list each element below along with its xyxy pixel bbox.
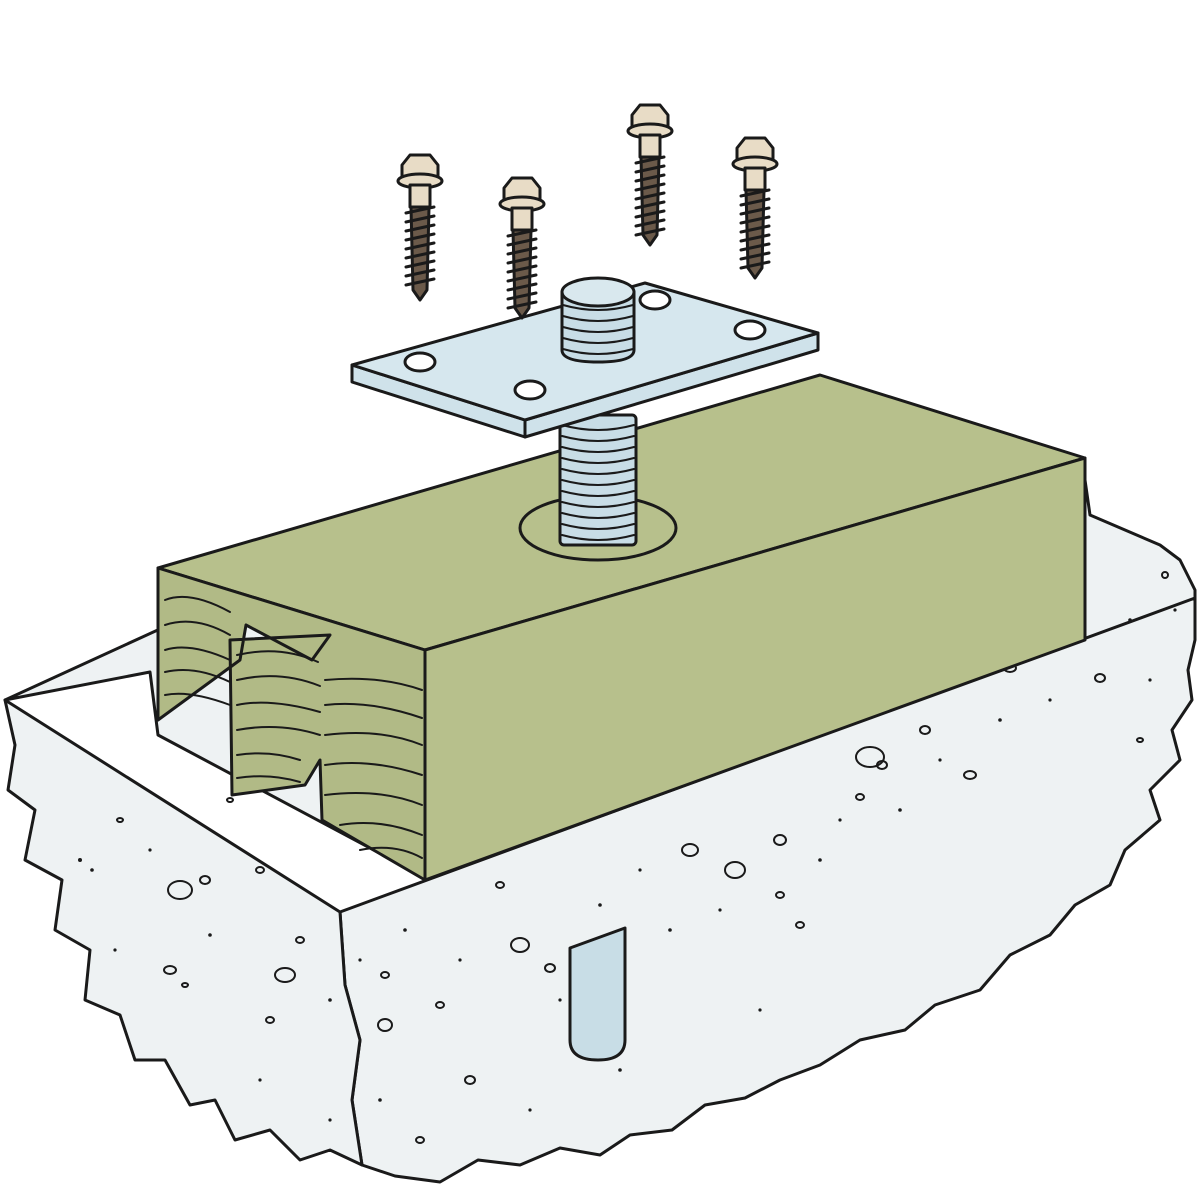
screw-thread	[739, 242, 771, 252]
screw-thread	[404, 259, 436, 269]
rod-thread	[561, 468, 635, 475]
concrete-side-face	[3, 698, 364, 1167]
screw-thread	[739, 233, 771, 243]
screw-thread	[506, 273, 538, 283]
plate-holes	[403, 289, 767, 401]
screw-thread	[739, 260, 771, 270]
rod-thread	[561, 424, 635, 431]
rod-thread	[561, 479, 635, 486]
concrete-dots	[78, 608, 1177, 1122]
lag-screw	[498, 176, 546, 320]
screw-thread	[404, 205, 436, 215]
rod-thread	[561, 523, 635, 530]
screw-thread	[634, 227, 666, 237]
rod-thread	[562, 326, 634, 333]
screw-thread	[506, 264, 538, 274]
screw-thread	[404, 268, 436, 278]
wood-grain-lines	[164, 595, 423, 859]
lag-screw	[731, 136, 779, 280]
screw-thread	[634, 191, 666, 201]
screw-thread	[739, 215, 771, 225]
concrete-front-face	[338, 596, 1197, 1184]
screw-thread	[404, 232, 436, 242]
rod-thread	[561, 457, 635, 464]
rod-thread	[562, 337, 634, 344]
screw-thread	[739, 197, 771, 207]
lag-screw	[626, 103, 674, 247]
screw-thread	[506, 246, 538, 256]
screw-thread	[739, 251, 771, 261]
screw-thread	[506, 228, 538, 238]
rod-thread	[561, 490, 635, 497]
rod-thread	[561, 435, 635, 442]
screw-thread	[506, 300, 538, 310]
anchor-rod-embedded	[568, 926, 627, 1062]
screw-thread	[404, 223, 436, 233]
screw-shank	[408, 183, 432, 209]
rod-thread	[561, 534, 635, 541]
rod-thread	[562, 304, 634, 311]
screw-thread	[506, 291, 538, 301]
threaded-rod	[558, 413, 638, 547]
screw-shank	[743, 166, 767, 192]
screw-thread	[634, 164, 666, 174]
bearing-plate	[350, 276, 820, 439]
rod-thread	[562, 315, 634, 322]
screw-thread	[634, 209, 666, 219]
screw-thread	[404, 250, 436, 260]
screw-thread	[634, 218, 666, 228]
rod-thread	[561, 446, 635, 453]
screw-thread	[739, 224, 771, 234]
screw-thread	[739, 188, 771, 198]
rod-thread	[561, 512, 635, 519]
screw-thread	[634, 182, 666, 192]
screw-thread	[634, 173, 666, 183]
lag-screw	[396, 153, 444, 302]
screw-thread	[404, 277, 436, 287]
screw-thread	[634, 200, 666, 210]
screw-thread	[506, 255, 538, 265]
screw-thread	[506, 237, 538, 247]
lag-screws	[396, 103, 779, 320]
screw-shank	[510, 206, 534, 232]
rod-thread	[561, 501, 635, 508]
rod-thread	[562, 348, 634, 355]
screw-thread	[506, 282, 538, 292]
screw-thread	[634, 155, 666, 165]
screw-thread	[404, 214, 436, 224]
screw-thread	[739, 206, 771, 216]
screw-shank	[638, 133, 662, 159]
screw-thread	[404, 241, 436, 251]
